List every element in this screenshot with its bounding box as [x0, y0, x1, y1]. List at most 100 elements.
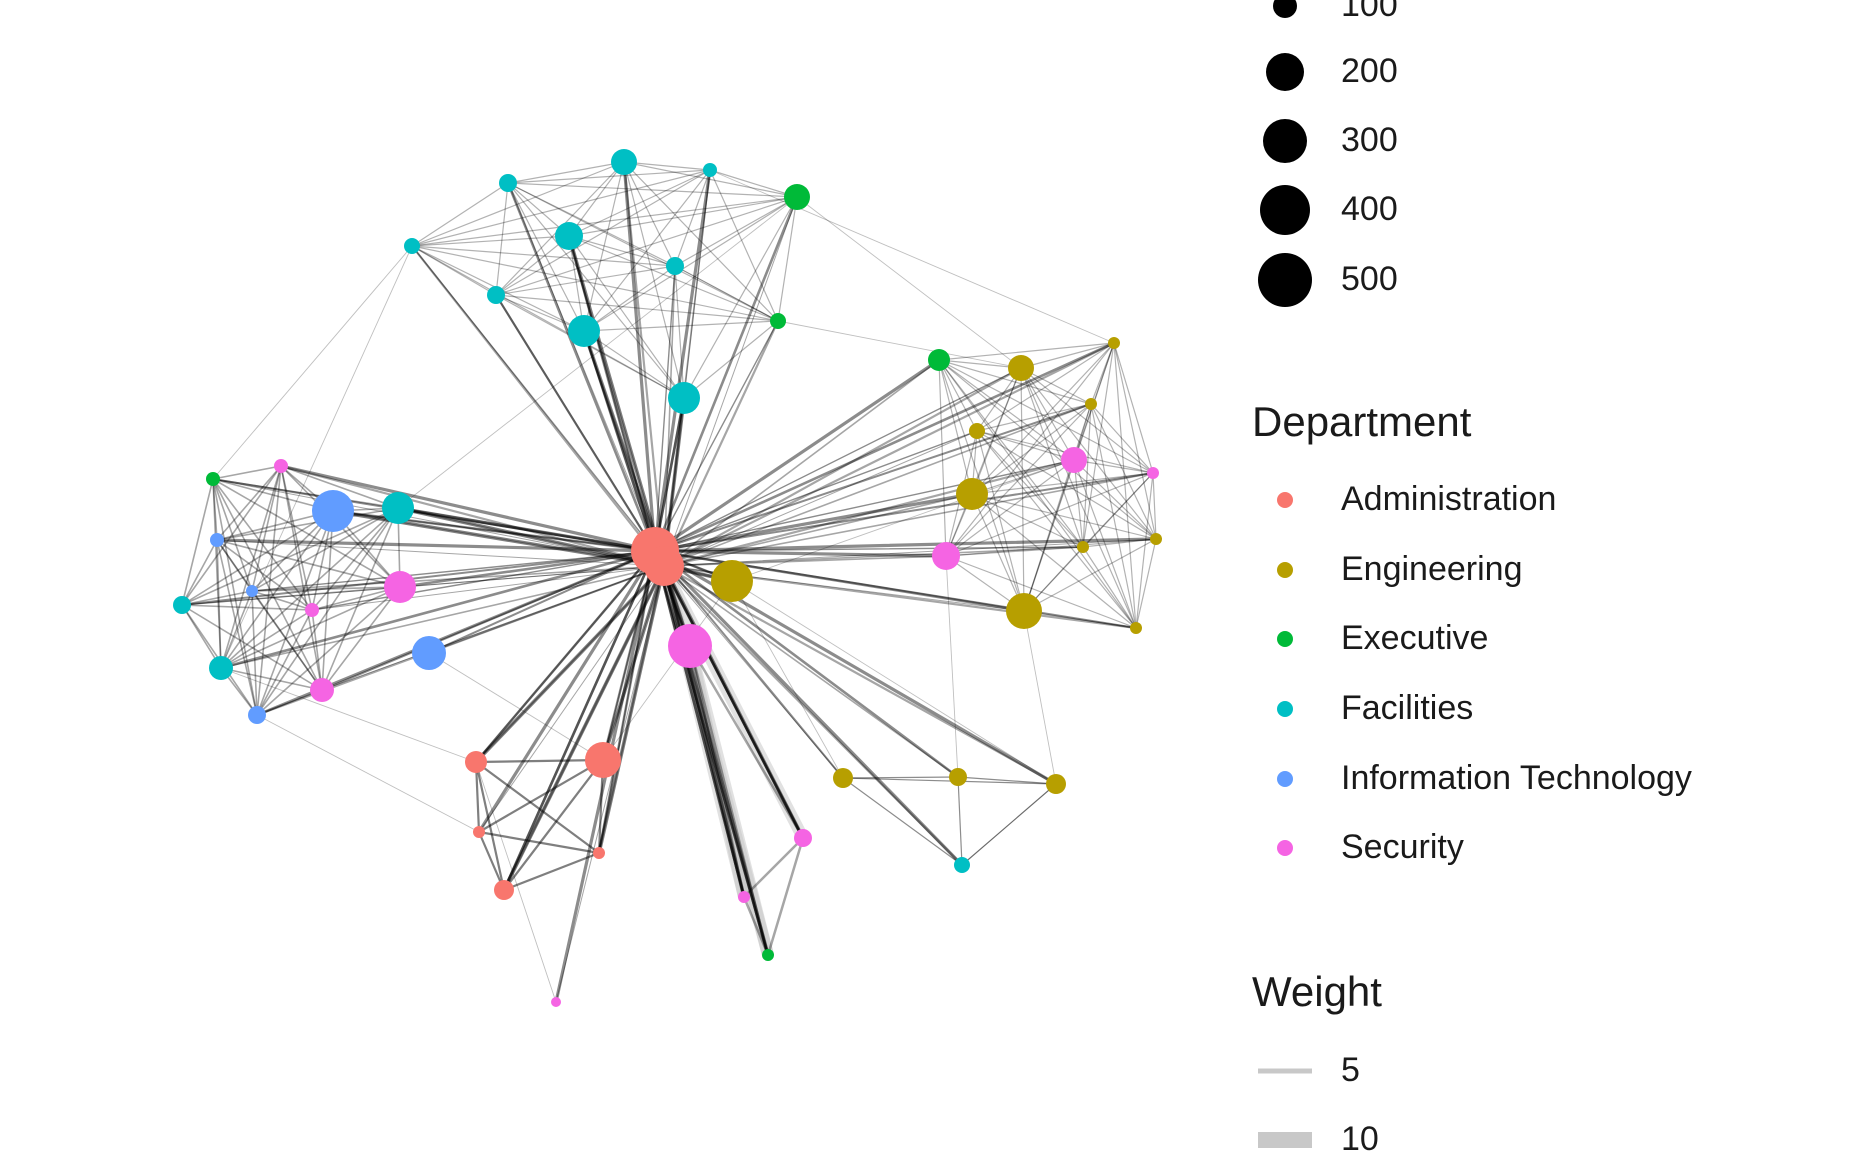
- edge: [1135, 472, 1154, 629]
- edge: [938, 359, 1084, 548]
- edge: [216, 539, 401, 588]
- edge: [428, 652, 604, 761]
- edge: [976, 430, 1084, 548]
- node: [568, 315, 600, 347]
- weight-legend-title: Weight: [1252, 968, 1382, 1015]
- edge: [251, 465, 282, 592]
- edge: [766, 836, 805, 957]
- node: [382, 492, 414, 524]
- edge: [662, 458, 1076, 568]
- edge: [653, 358, 941, 553]
- edge: [502, 851, 601, 892]
- edge: [181, 604, 222, 669]
- edge: [181, 539, 218, 606]
- edge: [311, 507, 399, 611]
- department-legend-title: Department: [1252, 398, 1472, 445]
- edge: [663, 472, 1154, 567]
- edge: [251, 565, 665, 592]
- edge: [597, 564, 666, 855]
- node: [954, 857, 970, 873]
- edge: [653, 549, 746, 899]
- edge: [1020, 367, 1025, 612]
- edge: [219, 549, 657, 670]
- edge: [495, 265, 676, 296]
- edge: [256, 609, 313, 716]
- edge: [663, 265, 676, 567]
- edge: [212, 478, 253, 592]
- edge: [506, 181, 657, 553]
- weight-legend-row-5: 5: [1240, 1041, 1840, 1101]
- size-legend-row-400: 400: [1240, 180, 1840, 240]
- edge: [411, 235, 570, 247]
- edge: [945, 538, 1157, 557]
- edge: [1082, 342, 1115, 548]
- node: [593, 847, 605, 859]
- edge: [663, 555, 947, 567]
- node: [833, 768, 853, 788]
- edge: [212, 478, 399, 509]
- edge: [502, 564, 666, 892]
- edge: [583, 265, 676, 332]
- edge: [396, 506, 657, 553]
- edge: [683, 196, 798, 399]
- department-legend-label: Facilities: [1341, 689, 1474, 727]
- edge: [961, 783, 1057, 866]
- edge: [1020, 342, 1115, 369]
- edge: [976, 430, 1137, 629]
- department-legend-row: Facilities: [1240, 679, 1840, 739]
- edge: [321, 550, 656, 691]
- edge: [663, 565, 959, 778]
- edge: [674, 265, 685, 399]
- edge: [961, 783, 1057, 866]
- edge: [1113, 342, 1157, 540]
- edge: [662, 564, 805, 840]
- node: [1061, 447, 1087, 473]
- department-legend-label: Administration: [1341, 480, 1557, 518]
- edge: [976, 430, 1157, 540]
- edge: [731, 580, 1057, 785]
- edge: [654, 550, 844, 779]
- edge: [216, 507, 399, 541]
- node: [494, 880, 514, 900]
- edge: [477, 758, 605, 834]
- edge: [396, 506, 666, 568]
- node: [412, 636, 446, 670]
- edge: [582, 329, 666, 568]
- edge: [280, 465, 323, 691]
- edge: [976, 403, 1092, 432]
- edge: [976, 430, 1025, 612]
- department-legend-label: Information Technology: [1341, 759, 1692, 797]
- node: [969, 423, 985, 439]
- node: [487, 286, 505, 304]
- edge: [251, 590, 313, 611]
- edge: [507, 182, 798, 198]
- size-legend-label: 400: [1341, 190, 1398, 228]
- node: [1046, 774, 1066, 794]
- edge: [662, 564, 964, 867]
- edge: [938, 342, 1115, 361]
- edge: [474, 564, 666, 764]
- edge: [1023, 403, 1092, 612]
- edge: [583, 161, 625, 332]
- edge: [507, 161, 625, 184]
- edge: [399, 565, 665, 588]
- edge: [256, 507, 399, 716]
- edge: [212, 478, 222, 669]
- edge: [568, 169, 711, 237]
- edge: [709, 169, 1115, 344]
- department-legend-row: Security: [1240, 818, 1840, 878]
- edge: [674, 265, 779, 322]
- edge: [474, 758, 605, 764]
- edge: [1135, 538, 1157, 629]
- edge: [478, 565, 665, 833]
- edge: [1073, 459, 1084, 548]
- edge: [212, 478, 665, 567]
- edge: [1113, 342, 1154, 474]
- edge: [1023, 538, 1157, 612]
- edge: [945, 459, 1075, 557]
- node: [274, 459, 288, 473]
- size-legend-row-100: 100: [1240, 0, 1840, 36]
- edge: [945, 546, 1084, 557]
- edge: [1082, 538, 1157, 548]
- edge: [709, 169, 779, 322]
